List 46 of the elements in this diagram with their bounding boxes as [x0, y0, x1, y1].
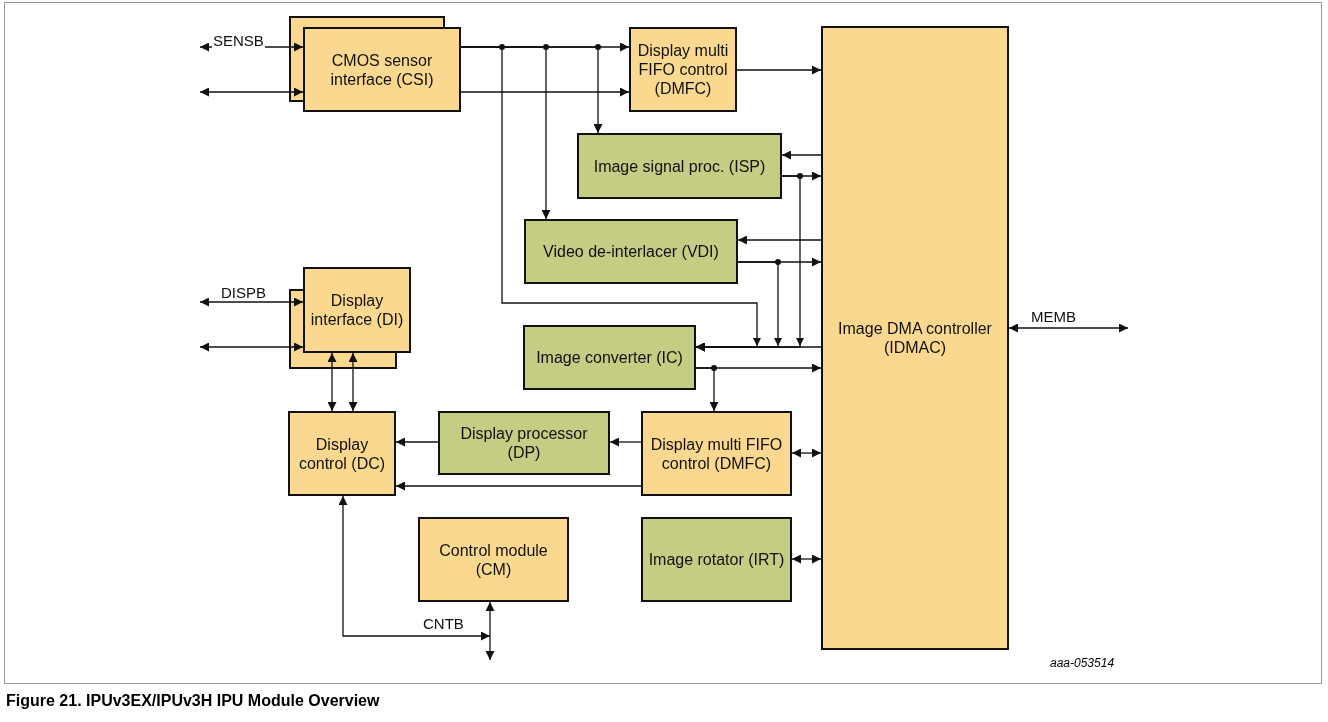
arrow [695, 367, 719, 412]
process-box [641, 517, 792, 602]
arrow [338, 495, 491, 641]
box-label: Display multi FIFO control (DMFC) [636, 41, 730, 98]
box-label: Control module (CM) [438, 540, 549, 579]
arrow [1008, 323, 1129, 333]
process-box [524, 219, 738, 284]
box-label: Video de-interlacer (VDI) [543, 242, 719, 261]
arrow [348, 352, 358, 412]
arrow [736, 65, 822, 75]
box-label: Image DMA controller (IDMAC) [837, 319, 993, 357]
box-label: Display multi FIFO control (DMFC) [649, 434, 784, 473]
arrow [737, 235, 822, 245]
arrow [791, 554, 822, 564]
box-label: CMOS sensor interface (CSI) [329, 50, 435, 89]
arrow [199, 42, 304, 52]
arrow [609, 437, 642, 447]
box-label: Display interface (DI) [309, 291, 405, 329]
arrow [695, 342, 822, 352]
process-box [303, 27, 461, 112]
arrow [791, 448, 822, 458]
arrow [485, 601, 495, 661]
arrow [199, 87, 304, 97]
process-box [288, 411, 396, 496]
arrow [199, 342, 304, 352]
drawing-number: aaa-053514 [1050, 656, 1115, 670]
arrow [395, 481, 642, 491]
arrow [199, 297, 304, 307]
process-box [303, 267, 411, 353]
arrow [327, 352, 337, 412]
process-box [577, 133, 782, 199]
process-box [523, 325, 696, 390]
process-box [438, 411, 610, 475]
box-label: Display processor (DP) [459, 424, 589, 462]
process-box [821, 26, 1009, 650]
box-label: Image rotator (IRT) [648, 550, 785, 569]
box-label: Display control (DC) [297, 434, 387, 473]
process-box [629, 27, 737, 112]
box-label: Image converter (IC) [536, 348, 683, 367]
process-box [418, 517, 569, 602]
arrow [395, 437, 439, 447]
box-label: Image signal proc. (ISP) [593, 156, 766, 176]
figure-caption: Figure 21. IPUv3EX/IPUv3H IPU Module Overview [6, 692, 380, 710]
arrow [460, 87, 630, 97]
arrow [781, 150, 822, 160]
process-box [641, 411, 792, 496]
